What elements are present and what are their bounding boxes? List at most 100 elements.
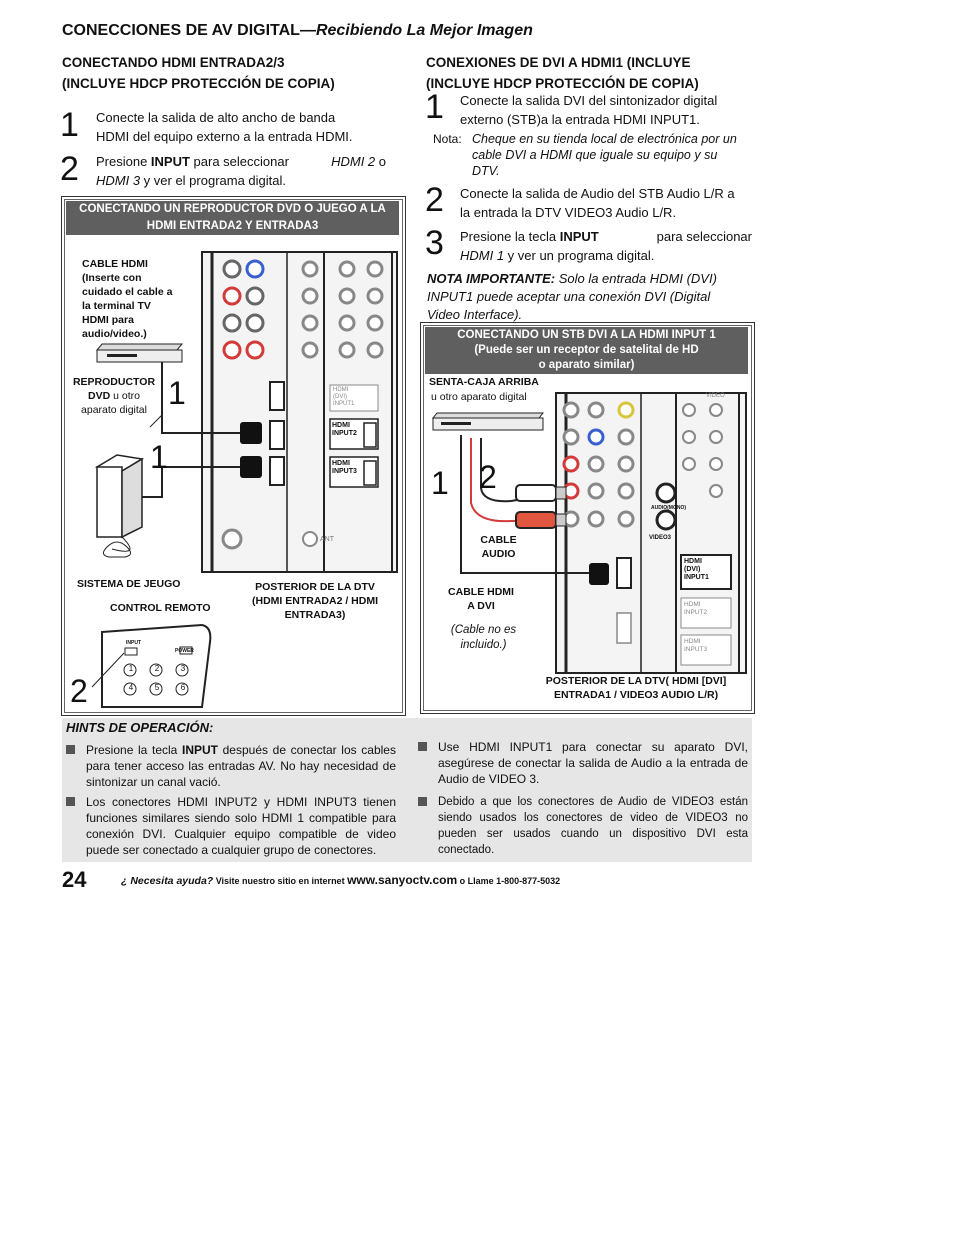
right-heading-line2: (INCLUYE HDCP PROTECCIÓN DE COPIA) <box>426 76 699 91</box>
dvi-cable-note: (Cable no es incluido.) <box>441 623 526 653</box>
port-label-hdmi2: HDMI INPUT2 <box>684 601 708 616</box>
remote-control-drawing <box>91 623 212 708</box>
port-label-hdmi1: HDMI (DVI) INPUT1 <box>333 387 355 407</box>
dvd-label-line3: aparato digital <box>81 404 147 416</box>
hint-item: Los conectores HDMI INPUT2 y HDMI INPUT3… <box>66 794 396 858</box>
tv-rear-label: POSTERIOR DE LA DTV (HDMI ENTRADA2 / HDM… <box>240 580 390 622</box>
bullet-square-icon <box>418 797 427 806</box>
left-step2-key: INPUT <box>150 154 190 169</box>
remote-key-6: 6 <box>180 683 186 692</box>
callout-1-dvd: 1 <box>168 375 186 411</box>
port-label-hdmi2: HDMI INPUT2 <box>332 422 357 437</box>
right-step3-pre: Presione la tecla <box>460 229 560 244</box>
right-step2-number: 2 <box>425 181 444 219</box>
hint1-rest: después de conectar los cables para tene… <box>86 743 396 789</box>
tv-rear-label: POSTERIOR DE LA DTV( HDMI [DVI] ENTRADA1… <box>531 674 741 702</box>
port-label-hdmi1: HDMI (DVI) INPUT1 <box>684 558 709 581</box>
left-step1-number: 1 <box>60 106 79 144</box>
page-title: CONECCIONES DE AV DIGITAL—Recibiendo La … <box>62 22 533 40</box>
cable-label-line: audio/video.) <box>82 328 147 340</box>
hdmi-plug-2 <box>240 456 262 478</box>
left-figure-header-line2: HDMI ENTRADA2 Y ENTRADA3 <box>146 220 319 232</box>
cable-label-line: (Inserte con <box>82 272 142 284</box>
left-heading-line1: CONECTANDO HDMI ENTRADA2/3 <box>62 55 285 70</box>
stb-drawing <box>431 412 545 431</box>
av-jacks <box>562 401 723 531</box>
nota-text: Cheque en su tienda local de electrónica… <box>472 131 752 179</box>
cable-label-line: la terminal TV <box>82 300 151 312</box>
audio-plug-white <box>515 484 557 502</box>
hint1-pre: Presione la tecla <box>86 743 182 757</box>
nota-line1: Cheque en su tienda local de electrónica… <box>472 132 737 146</box>
rear-label-line: ENTRADA3) <box>284 609 346 621</box>
hdmi-cable-game <box>142 466 240 498</box>
left-heading-line2: (INCLUYE HDCP PROTECCIÓN DE COPIA) <box>62 76 335 91</box>
footer-help-line: ¿ Necesita ayuda? Visite nuestro sitio e… <box>121 873 560 887</box>
right-figure-header: CONECTANDO UN STB DVI A LA HDMI INPUT 1 … <box>425 327 748 374</box>
hdmi-ports <box>269 381 379 488</box>
right-step1-line1: Conecte la salida DVI del sintonizador d… <box>460 93 718 108</box>
nota-label: Nota: <box>433 132 462 146</box>
footer-help: ¿ Necesita ayuda? <box>121 875 214 887</box>
audio-label-line: CABLE <box>480 534 517 546</box>
hint-item: Use HDMI INPUT1 para conectar su aparato… <box>418 739 748 787</box>
hdmi-plug-1 <box>240 422 262 444</box>
port-label-video3: VIDEO3 <box>649 535 672 541</box>
stb-label: SENTA-CAJA ARRIBA <box>429 376 539 388</box>
hint-item: Debido a que los conectores de Audio de … <box>418 794 748 858</box>
dvi-label-line: CABLE HDMI <box>448 586 514 598</box>
dvi-plug <box>589 563 609 585</box>
remote-key-4: 4 <box>128 683 134 692</box>
dvd-label-rest: u otro <box>110 390 140 402</box>
right-figure-header-line3: o aparato similar) <box>538 359 635 371</box>
left-figure-header-line1: CONECTANDO UN REPRODUCTOR DVD O JUEGO A … <box>79 203 386 215</box>
hints-panel: HINTS DE OPERACIÓN: Presione la tecla IN… <box>62 718 752 862</box>
game-system-label: SISTEMA DE JEUGO <box>77 578 181 590</box>
rear-label-line: (HDMI ENTRADA2 / HDMI <box>252 595 378 607</box>
hint1-key: INPUT <box>181 743 218 757</box>
bullet-square-icon <box>418 742 427 751</box>
bullet-square-icon <box>66 797 75 806</box>
bullet-square-icon <box>66 745 75 754</box>
right-step2-line2: la entrada la DTV VIDEO3 Audio L/R. <box>460 205 677 220</box>
right-step3-opt: HDMI 1 <box>460 248 505 263</box>
cable-label-line: cuidado el cable a <box>82 286 173 298</box>
ant-label: ANT <box>320 536 334 543</box>
page-number: 24 <box>62 867 87 892</box>
right-figure-header-line1: CONECTANDO UN STB DVI A LA HDMI INPUT 1 <box>457 329 716 341</box>
hdmi-ports <box>616 554 732 666</box>
cable-hdmi-label: CABLE HDMI (Inserte con cuidado el cable… <box>82 257 192 341</box>
important-line1: Solo la entrada HDMI (DVI) <box>555 271 717 286</box>
right-step2-line1: Conecte la salida de Audio del STB Audio… <box>460 186 735 201</box>
important-note: NOTA IMPORTANTE: Solo la entrada HDMI (D… <box>427 270 753 324</box>
callout-line <box>149 414 163 428</box>
tv-rear-panel <box>201 251 398 573</box>
cable-label-line: CABLE HDMI <box>82 258 148 270</box>
hdmi-cable-dvd <box>161 354 240 434</box>
av-jacks <box>221 259 384 550</box>
left-step2-post: y ver el programa digital. <box>140 173 287 188</box>
left-step2-text: Presione INPUT para seleccionar HDMI 2 o… <box>96 152 386 190</box>
right-step3-key: INPUT <box>559 229 599 244</box>
right-figure-diagram <box>431 392 747 674</box>
dvi-note-line: (Cable no es <box>450 624 517 636</box>
dvi-cable <box>460 435 589 574</box>
important-line3: Video Interface). <box>427 307 523 322</box>
footer-url[interactable]: www.sanyoctv.com <box>347 873 458 887</box>
remote-key-3: 3 <box>180 664 186 673</box>
audio-cable-label: CABLE AUDIO <box>471 533 526 561</box>
right-step3-post: y ver un programa digital. <box>504 248 655 263</box>
right-step1-text: Conecte la salida DVI del sintonizador d… <box>460 91 752 129</box>
left-step2-pre: Presione <box>96 154 151 169</box>
left-step1-text: Conecte la salida de alto ancho de banda… <box>96 108 386 146</box>
important-line2: INPUT1 puede aceptar una conexión DVI (D… <box>427 289 711 304</box>
left-figure-diagram <box>91 251 398 708</box>
footer-call: o Llame 1-800-877-5032 <box>457 876 561 886</box>
left-step2-mid: para seleccionar <box>189 154 289 169</box>
left-step2-number: 2 <box>60 150 79 188</box>
port-label-hdmi3: HDMI INPUT3 <box>332 460 357 475</box>
dvi-note-line: incluido.) <box>460 639 507 651</box>
left-step2-o: o <box>375 154 386 169</box>
right-step2-text: Conecte la salida de Audio del STB Audio… <box>460 184 752 222</box>
remote-key-1: 1 <box>128 664 134 673</box>
